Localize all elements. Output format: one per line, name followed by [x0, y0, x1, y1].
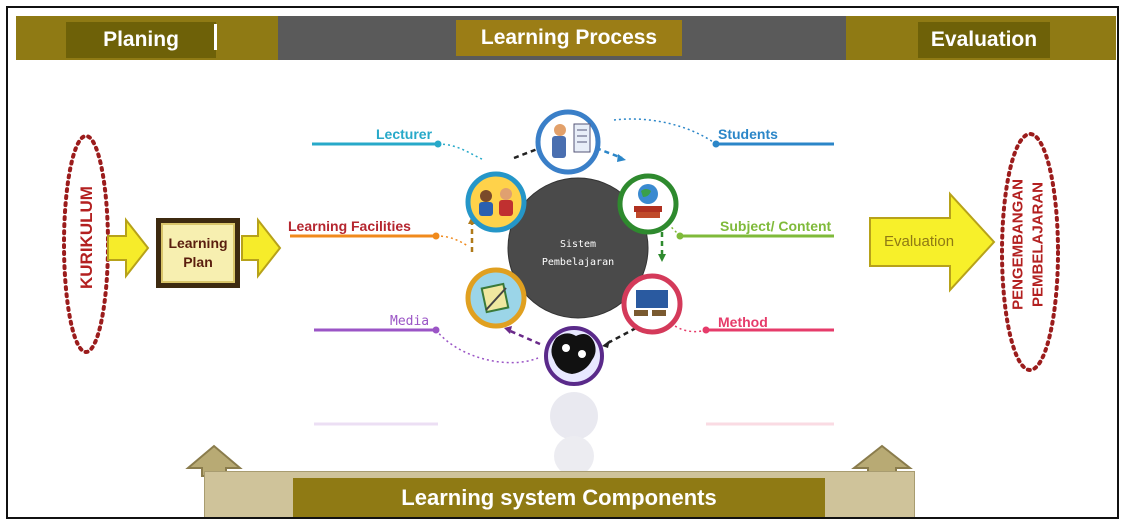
cycle-arrow-2: [595, 146, 623, 160]
books-globe-icon: [617, 173, 679, 235]
label-subject-content: Subject/ Content: [720, 218, 832, 234]
cycle-arrow-4: [605, 326, 637, 346]
evaluation-arrow: [869, 191, 996, 293]
header-planing-label: Planing: [66, 22, 216, 58]
learning-plan-line2: Plan: [183, 254, 213, 270]
diagram-graphics: [62, 109, 1060, 477]
label-students: Students: [718, 126, 778, 142]
evaluation-arrow-label: Evaluation: [884, 233, 955, 250]
pengembangan-label: PENGEMBANGAN: [1009, 179, 1027, 310]
pengembangan-dotted-ellipse: [1000, 132, 1060, 372]
reflection: [314, 392, 834, 476]
lecturer-connector: [437, 143, 485, 161]
audience-icon: [544, 326, 604, 386]
method-connector: [671, 323, 707, 333]
cycle-arrow-1: [513, 146, 541, 160]
media-connector: [435, 329, 539, 364]
learning-plan-line1: Learning: [168, 235, 228, 251]
students-group-icon: [465, 171, 527, 233]
label-media: Media: [390, 314, 430, 329]
pembelajaran-label: PEMBELAJARAN: [1029, 182, 1047, 308]
arrow-from-learning-plan: [241, 217, 282, 279]
media-notepad-icon: [465, 267, 527, 329]
arrow-to-learning-plan: [107, 217, 150, 279]
center-line2: Pembelajaran: [541, 257, 615, 268]
kurikulum-label: KURIKULUM: [77, 186, 96, 289]
label-learning-facilities: Learning Facilities: [288, 218, 411, 234]
center-label: Sistem Pembelajaran: [530, 236, 626, 272]
center-line1: Sistem: [559, 239, 597, 250]
teacher-icon: [535, 109, 601, 175]
header-evaluation-label: Evaluation: [918, 22, 1050, 58]
classroom-icon: [621, 273, 683, 335]
students-connector: [613, 118, 717, 145]
label-method: Method: [718, 314, 768, 330]
header-process-label: Learning Process: [456, 20, 682, 56]
cycle-arrow-5: [507, 328, 541, 346]
diagram-frame: Planing Learning Process Evaluation: [6, 6, 1119, 519]
central-circle: [508, 178, 648, 318]
learning-plan-box: Learning Plan: [156, 218, 240, 288]
header-divider: [214, 24, 217, 50]
facilities-connector: [435, 235, 469, 247]
label-lecturer: Lecturer: [376, 126, 433, 142]
bottom-components-label: Learning system Components: [293, 478, 825, 517]
